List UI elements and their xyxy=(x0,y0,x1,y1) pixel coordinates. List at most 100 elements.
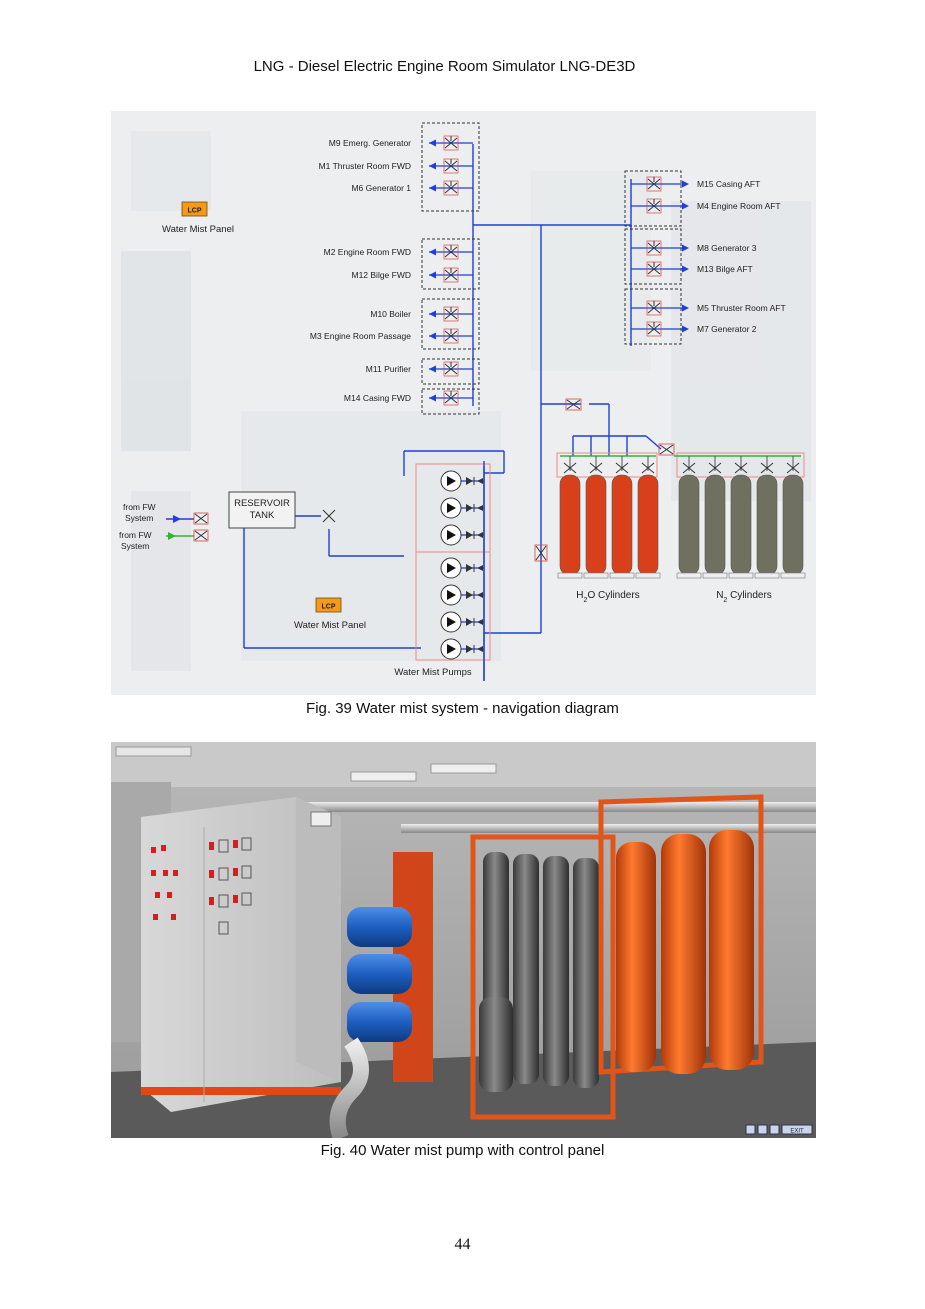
water-mist-panel-label: Water Mist Panel xyxy=(162,224,234,235)
left-valve-group xyxy=(421,122,480,415)
flow-arrow-icon xyxy=(429,394,436,402)
view-button[interactable] xyxy=(757,1124,768,1135)
pump-frame-bottom xyxy=(415,551,491,661)
lcp-label: LCP xyxy=(188,208,202,215)
flow-arrow-icon xyxy=(682,325,689,333)
flow-arrow-icon xyxy=(429,365,436,373)
pumps xyxy=(440,470,484,660)
cylinders xyxy=(557,456,806,579)
flow-arrow-icon xyxy=(429,162,436,170)
n2-valve-icon[interactable] xyxy=(658,443,675,456)
inlet-valve-icon[interactable] xyxy=(193,512,209,525)
valve-label: M3 Engine Room Passage xyxy=(310,331,411,341)
water-mist-pump[interactable] xyxy=(329,852,433,1138)
pump-icon[interactable] xyxy=(440,638,484,660)
valve-label: M2 Engine Room FWD xyxy=(324,247,411,257)
valve-label: M10 Boiler xyxy=(370,309,411,319)
lcp-badge-bottom[interactable]: LCP xyxy=(315,597,342,613)
section-valve-icon[interactable] xyxy=(646,321,662,337)
pump-icon[interactable] xyxy=(440,557,484,579)
right-valve-group xyxy=(624,170,682,345)
pump-icon[interactable] xyxy=(440,611,484,633)
bypass-valve-icon[interactable] xyxy=(565,398,582,411)
camera-button[interactable] xyxy=(745,1124,756,1135)
h2o-cylinder[interactable] xyxy=(609,456,635,579)
valve-label: M12 Bilge FWD xyxy=(351,270,411,280)
water-mist-panel-label: Water Mist Panel xyxy=(294,620,366,631)
control-panel[interactable] xyxy=(141,797,341,1112)
pump-icon[interactable] xyxy=(440,470,484,492)
valve-label: M8 Generator 3 xyxy=(697,243,757,253)
pump-icon[interactable] xyxy=(440,524,484,546)
flow-arrow-icon xyxy=(173,515,181,523)
from-fw-label: System xyxy=(125,513,153,523)
flow-arrow-icon xyxy=(682,304,689,312)
from-fw-label: System xyxy=(121,541,149,551)
pump-icon[interactable] xyxy=(440,584,484,606)
water-cylinder-rack[interactable] xyxy=(598,794,764,1075)
h2o-cylinder[interactable] xyxy=(583,456,609,579)
section-valve-icon[interactable] xyxy=(443,306,459,322)
h2o-cylinder[interactable] xyxy=(635,456,661,579)
flow-arrow-icon xyxy=(682,180,689,188)
close-icon[interactable] xyxy=(769,1124,780,1135)
section-valve-icon[interactable] xyxy=(443,244,459,260)
n2-cylinder-rack[interactable] xyxy=(470,834,616,1120)
flow-arrow-icon xyxy=(682,202,689,210)
ceiling-light xyxy=(430,763,497,774)
indicator-box xyxy=(310,811,332,827)
h2o-cylinder[interactable] xyxy=(557,456,583,579)
section-valve-icon[interactable] xyxy=(443,390,459,406)
flow-arrow-icon xyxy=(429,332,436,340)
flow-arrow-icon xyxy=(429,310,436,318)
lcp-badge-top[interactable]: LCP xyxy=(181,201,208,217)
flow-arrow-icon xyxy=(682,265,689,273)
section-valve-icon[interactable] xyxy=(443,328,459,344)
section-valve-icon[interactable] xyxy=(443,180,459,196)
gas-cylinder xyxy=(543,856,569,1086)
document-header: LNG - Diesel Electric Engine Room Simula… xyxy=(0,58,925,75)
section-valve-icon[interactable] xyxy=(443,361,459,377)
page-number: 44 xyxy=(454,1236,471,1253)
section-valve-icon[interactable] xyxy=(443,158,459,174)
lcp-label: LCP xyxy=(322,604,336,611)
gas-cylinder xyxy=(573,858,599,1088)
n2-cylinder[interactable] xyxy=(676,456,702,579)
inlet-valve-icon[interactable] xyxy=(193,529,209,542)
n2-cylinders-label: N2 Cylinders xyxy=(716,590,772,604)
exit-button[interactable] xyxy=(781,1124,813,1135)
valve-label: M5 Thruster Room AFT xyxy=(697,303,786,313)
n2-cylinder[interactable] xyxy=(780,456,806,579)
document-title: LNG - Diesel Electric Engine Room Simula… xyxy=(253,58,636,75)
valve-label: M4 Engine Room AFT xyxy=(697,201,781,211)
tank-outlet-valve-icon[interactable] xyxy=(322,509,336,523)
reservoir-label: RESERVOIR xyxy=(234,498,290,509)
scene-svg: EXIT xyxy=(111,742,816,1138)
section-valve-icon[interactable] xyxy=(443,267,459,283)
flow-arrow-icon xyxy=(429,139,436,147)
section-valve-icon[interactable] xyxy=(646,176,662,192)
valve-label: M9 Emerg. Generator xyxy=(329,138,411,148)
n2-cylinder[interactable] xyxy=(702,456,728,579)
n2-cylinder[interactable] xyxy=(754,456,780,579)
section-valve-icon[interactable] xyxy=(646,240,662,256)
ceiling-light xyxy=(115,746,192,757)
section-valve-icon[interactable] xyxy=(646,198,662,214)
valve-label: M11 Purifier xyxy=(366,364,411,374)
flow-arrow-icon xyxy=(429,184,436,192)
section-valve-icon[interactable] xyxy=(443,135,459,151)
scene-toolbar: EXIT xyxy=(745,1124,813,1135)
section-valve-icon[interactable] xyxy=(646,300,662,316)
gas-cylinder xyxy=(513,854,539,1084)
reservoir-tank[interactable]: RESERVOIR TANK xyxy=(228,491,296,529)
pump-icon[interactable] xyxy=(440,497,484,519)
section-valve-icon[interactable] xyxy=(646,261,662,277)
valve-label: M7 Generator 2 xyxy=(697,324,757,334)
background-machinery xyxy=(121,131,811,671)
n2-cylinder[interactable] xyxy=(728,456,754,579)
h2o-cylinders-label: H2O Cylinders xyxy=(576,590,639,604)
exit-label: EXIT xyxy=(790,1129,804,1135)
bypass-valve-icon[interactable] xyxy=(534,544,548,562)
